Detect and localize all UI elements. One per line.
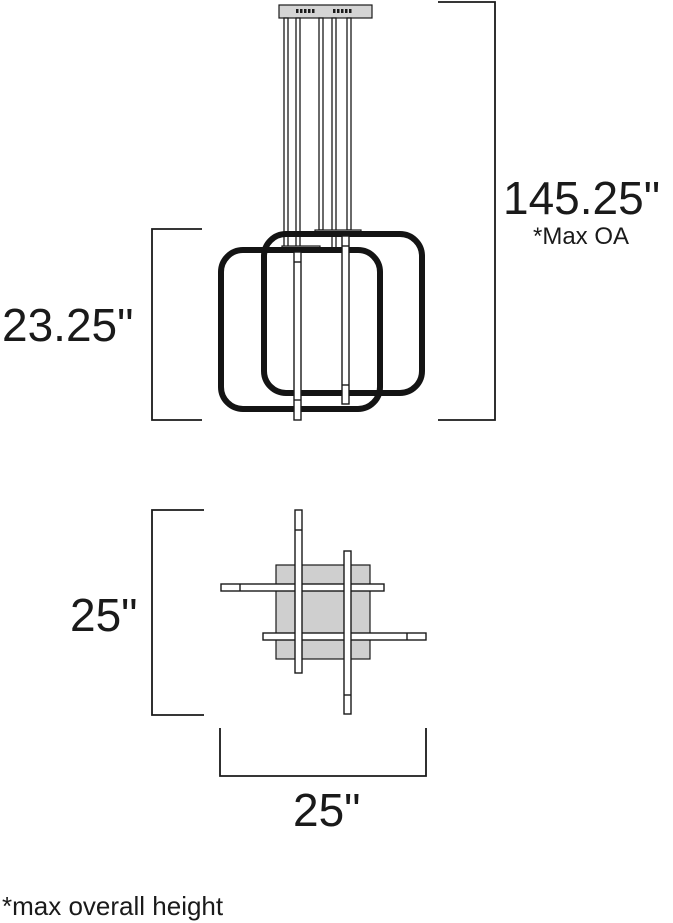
top-view-depth-label: 25" (70, 589, 138, 641)
top-view (151, 509, 427, 777)
overall-height-bracket (438, 1, 496, 421)
canopy-side (278, 4, 373, 19)
vertical-light-bars (293, 235, 350, 421)
overall-height-label: 145.25" (503, 172, 661, 224)
suspension-rods (283, 17, 352, 249)
top-view-width-label: 25" (293, 784, 361, 836)
top-view-width-bracket (219, 728, 427, 777)
top-view-depth-bracket (151, 509, 204, 716)
fixture-height-label: 23.25" (2, 299, 134, 351)
max-oa-note: *Max OA (533, 223, 630, 250)
footnote: *max overall height (2, 891, 224, 921)
fixture-height-bracket (151, 228, 202, 421)
vertical-bars-top (294, 509, 352, 715)
side-view (151, 1, 496, 421)
canopy-top (275, 564, 371, 660)
square-frames (218, 231, 425, 412)
